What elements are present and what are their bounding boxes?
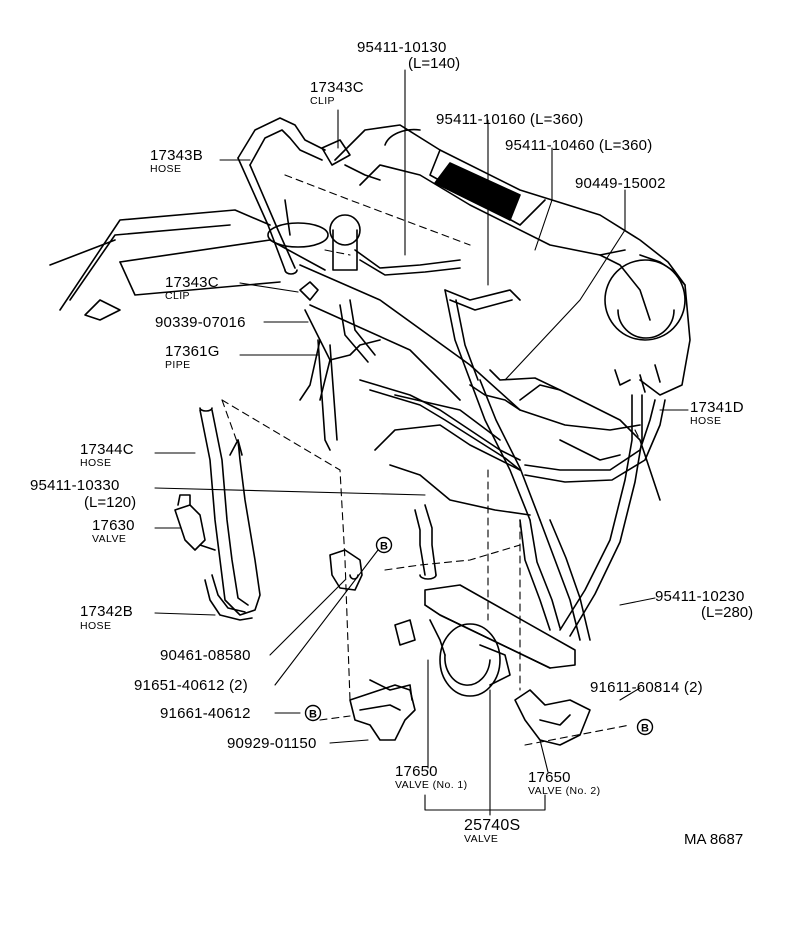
label-17344c: 17344C [80, 441, 134, 458]
label-17630: 17630 [92, 517, 135, 534]
label-95411-10130-length: (L=140) [408, 55, 461, 72]
diagram-code: MA 8687 [684, 831, 744, 848]
label-17341d: 17341D [690, 399, 744, 416]
b-marker-1: B [375, 536, 393, 554]
leader-lines [154, 69, 689, 816]
label-17343c-top: 17343C [310, 79, 364, 96]
b-marker-2-label: B [309, 709, 317, 721]
label-90461-08580: 90461-08580 [160, 647, 251, 664]
label-90449-15002: 90449-15002 [575, 175, 666, 192]
label-95411-10460: 95411-10460 (L=360) [505, 137, 653, 154]
label-25740s-name: VALVE [464, 833, 499, 845]
label-17343c-mid-name: CLIP [165, 290, 190, 302]
label-90929-01150: 90929-01150 [227, 735, 317, 752]
label-17343c-top-name: CLIP [310, 95, 335, 107]
b-marker-1-label: B [380, 541, 388, 553]
label-90339-07016: 90339-07016 [155, 314, 246, 331]
label-17361g: 17361G [165, 343, 220, 360]
label-95411-10160: 95411-10160 (L=360) [436, 111, 584, 128]
label-17650-no2: 17650 [528, 769, 571, 786]
label-95411-10230-length: (L=280) [701, 604, 754, 621]
label-17342b: 17342B [80, 603, 133, 620]
b-marker-3: B [636, 718, 654, 736]
label-17650-no2-name: VALVE (No. 2) [528, 785, 601, 797]
label-17361g-name: PIPE [165, 359, 191, 371]
label-17344c-name: HOSE [80, 457, 112, 469]
engine-block-drawing [49, 124, 691, 516]
label-95411-10230: 95411-10230 [655, 588, 745, 605]
label-17343c-mid: 17343C [165, 274, 219, 291]
label-17630-name: VALVE [92, 533, 127, 545]
label-17343b-name: HOSE [150, 163, 182, 175]
label-91611-60814: 91611-60814 (2) [590, 679, 703, 696]
hose-routing-drawing [174, 117, 666, 641]
vsv-assembly-drawing [329, 549, 591, 746]
label-17650-no1-name: VALVE (No. 1) [395, 779, 468, 791]
b-marker-3-label: B [641, 723, 649, 735]
label-17650-no1: 17650 [395, 763, 438, 780]
b-marker-2: B [304, 704, 322, 722]
label-95411-10130: 95411-10130 [357, 39, 447, 56]
label-17343b: 17343B [150, 147, 203, 164]
label-17342b-name: HOSE [80, 620, 112, 632]
label-91651-40612: 91651-40612 (2) [134, 677, 248, 694]
label-25740s: 25740S [464, 817, 521, 834]
label-17341d-name: HOSE [690, 415, 722, 427]
dashed-alignment-lines [221, 174, 641, 746]
label-95411-10330-length: (L=120) [84, 494, 137, 511]
label-91661-40612: 91661-40612 [160, 705, 251, 722]
label-95411-10330: 95411-10330 [30, 477, 120, 494]
